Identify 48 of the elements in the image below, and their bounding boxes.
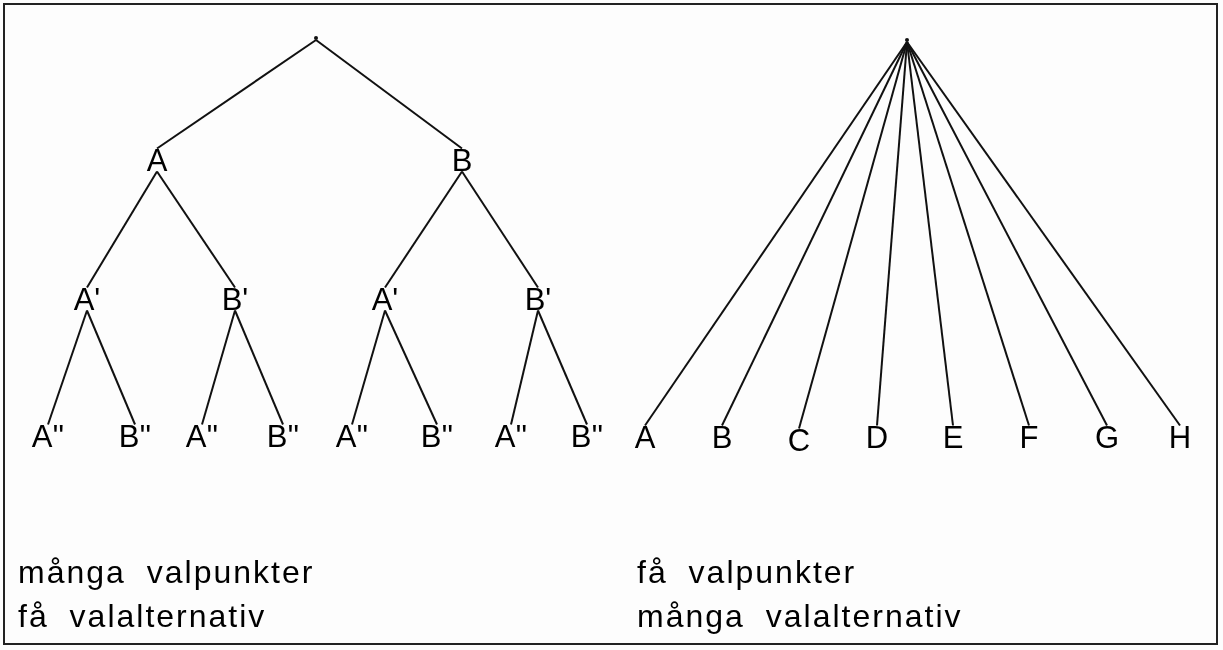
branch-point: [314, 36, 318, 40]
choice-label: C: [785, 424, 813, 456]
tree-branch-line: [644, 41, 908, 427]
tree-branch-line: [384, 170, 463, 289]
choice-label: A'': [333, 420, 371, 452]
choice-label: A'': [492, 420, 530, 452]
choice-label: E: [940, 421, 966, 453]
choice-label: D: [863, 421, 891, 453]
caption-text: få valpunkter: [637, 556, 857, 588]
choice-label: A'': [29, 420, 67, 452]
tree-branch-line: [156, 170, 236, 289]
choice-label: B'': [116, 420, 154, 452]
tree-branch-line: [86, 170, 158, 289]
caption-text: många valpunkter: [18, 556, 315, 588]
caption-text: få valalternativ: [18, 600, 267, 632]
choice-label: B'': [418, 420, 456, 452]
choice-label: H: [1166, 421, 1194, 453]
choice-label: A: [632, 421, 658, 453]
tree-branch-line: [510, 309, 539, 426]
tree-branch-line: [906, 41, 1030, 427]
tree-branch-line: [906, 41, 1108, 427]
tree-branch-line: [906, 41, 1181, 427]
choice-label: F: [1017, 421, 1041, 453]
choice-label: A: [144, 144, 170, 176]
tree-branch-line: [156, 39, 317, 150]
tree-branch-line: [315, 39, 463, 150]
tree-branch-line: [201, 309, 236, 426]
tree-branch-line: [234, 309, 284, 426]
choice-label: B: [709, 421, 735, 453]
tree-branch-line: [798, 41, 908, 430]
choice-label: B': [219, 283, 251, 315]
choice-label: A': [71, 283, 103, 315]
tree-branch-line: [461, 170, 539, 289]
branch-point: [905, 38, 909, 42]
tree-branch-line: [86, 309, 136, 426]
tree-branch-line: [47, 309, 88, 426]
choice-label: B'': [264, 420, 302, 452]
tree-branch-line: [537, 309, 588, 426]
choice-label: B'': [568, 420, 606, 452]
tree-branch-line: [384, 309, 438, 426]
choice-label: A': [369, 283, 401, 315]
choice-label: A'': [183, 420, 221, 452]
choice-label: B: [449, 144, 475, 176]
choice-label: G: [1092, 421, 1122, 453]
tree-branch-line: [351, 309, 386, 426]
caption-text: många valalternativ: [637, 600, 963, 632]
choice-label: B': [522, 283, 554, 315]
tree-branch-line: [721, 41, 908, 427]
